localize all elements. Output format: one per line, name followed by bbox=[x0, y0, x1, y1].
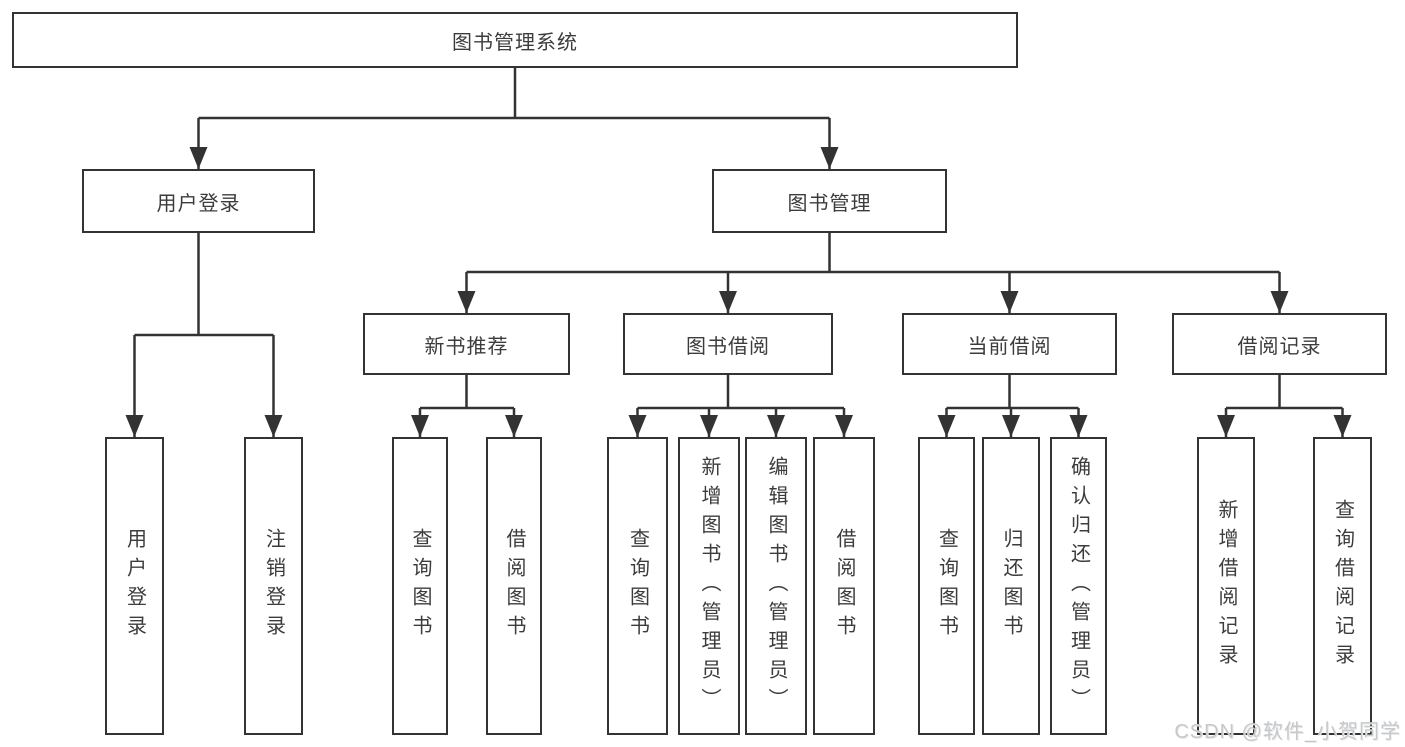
node-current-borrowing: 当前借阅 bbox=[902, 313, 1117, 375]
leaf-logout: 注销登录 bbox=[244, 437, 303, 735]
leaf-edit-books-admin: 编辑图书（管理员） bbox=[745, 437, 807, 735]
node-book-borrowing: 图书借阅 bbox=[623, 313, 833, 375]
leaf-query-books-borrow: 查询图书 bbox=[607, 437, 668, 735]
leaf-borrow-books-recommend: 借阅图书 bbox=[486, 437, 542, 735]
leaf-confirm-return-admin: 确认归还（管理员） bbox=[1050, 437, 1107, 735]
node-borrowing-records: 借阅记录 bbox=[1172, 313, 1387, 375]
node-new-book-recommendation: 新书推荐 bbox=[363, 313, 570, 375]
leaf-return-books: 归还图书 bbox=[982, 437, 1040, 735]
leaf-query-books-recommend: 查询图书 bbox=[392, 437, 448, 735]
leaf-borrow-books: 借阅图书 bbox=[813, 437, 875, 735]
leaf-query-borrow-record: 查询借阅记录 bbox=[1313, 437, 1372, 735]
csdn-watermark: CSDN @软件_小贺同学 bbox=[1174, 721, 1401, 743]
leaf-add-books-admin: 新增图书（管理员） bbox=[678, 437, 740, 735]
leaf-user-login: 用户登录 bbox=[105, 437, 164, 735]
node-user-login: 用户登录 bbox=[82, 169, 315, 233]
node-book-management: 图书管理 bbox=[712, 169, 947, 233]
leaf-query-books-current: 查询图书 bbox=[918, 437, 975, 735]
leaf-add-borrow-record: 新增借阅记录 bbox=[1197, 437, 1255, 735]
node-root-system: 图书管理系统 bbox=[12, 12, 1018, 68]
